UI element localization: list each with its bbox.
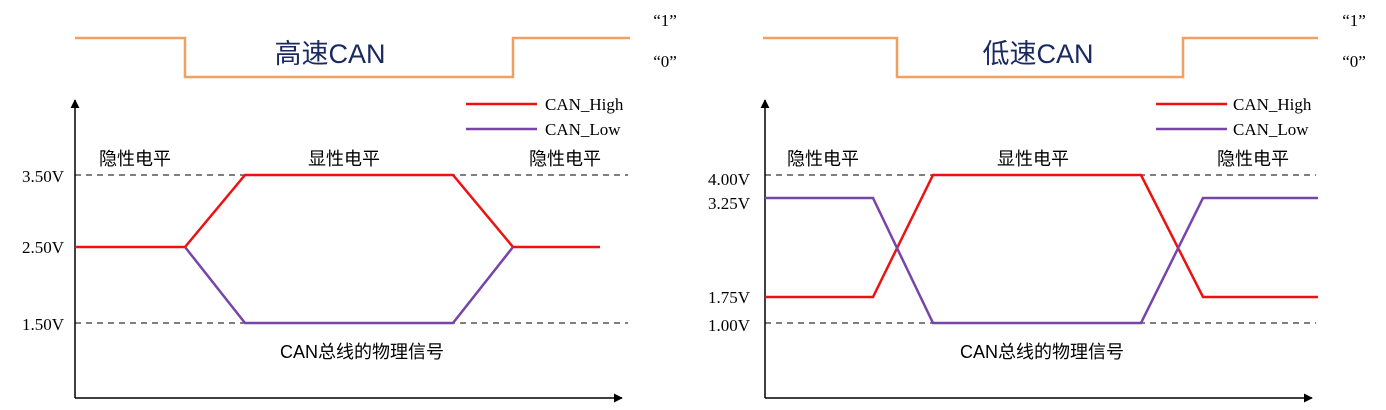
y-tick-label: 4.00V xyxy=(708,170,751,189)
logic-waveform xyxy=(75,36,630,79)
state-label-dominant: 显性电平 xyxy=(997,149,1069,169)
y-tick-label: 3.50V xyxy=(22,167,65,186)
logic-one-label: “1” xyxy=(1342,11,1366,30)
logic-zero-label: “0” xyxy=(1342,52,1366,71)
state-label-recessive: 隐性电平 xyxy=(1217,149,1289,169)
can-low-waveform xyxy=(184,246,514,325)
state-label-recessive: 隐性电平 xyxy=(787,149,859,169)
y-tick-label: 3.25V xyxy=(708,194,751,213)
high-speed-can-panel: “1” “0” 高速CAN CAN_High CAN_Low 隐性电平 显性电平… xyxy=(22,11,677,403)
y-tick-label: 2.50V xyxy=(22,238,65,257)
logic-waveform xyxy=(763,36,1318,79)
can-high-waveform xyxy=(75,173,600,249)
can-low-waveform xyxy=(765,196,1318,325)
chart-title: 低速CAN xyxy=(982,39,1093,69)
logic-one-label: “1” xyxy=(653,11,677,30)
state-label-recessive: 隐性电平 xyxy=(99,149,171,169)
legend-label-can-low: CAN_Low xyxy=(1233,120,1309,139)
logic-zero-label: “0” xyxy=(653,52,677,71)
state-label-dominant: 显性电平 xyxy=(308,149,380,169)
y-tick-label: 1.75V xyxy=(708,288,751,307)
y-tick-label: 1.00V xyxy=(708,316,751,335)
chart-title: 高速CAN xyxy=(274,39,385,69)
caption: CAN总线的物理信号 xyxy=(960,342,1124,362)
y-tick-label: 1.50V xyxy=(22,315,65,334)
legend-label-can-high: CAN_High xyxy=(545,95,624,114)
low-speed-can-panel: “1” “0” 低速CAN CAN_High CAN_Low 隐性电平 显性电平… xyxy=(708,11,1366,403)
legend-label-can-low: CAN_Low xyxy=(545,120,621,139)
can-high-waveform xyxy=(765,173,1318,299)
caption: CAN总线的物理信号 xyxy=(280,342,444,362)
legend-label-can-high: CAN_High xyxy=(1233,95,1312,114)
state-label-recessive: 隐性电平 xyxy=(529,149,601,169)
